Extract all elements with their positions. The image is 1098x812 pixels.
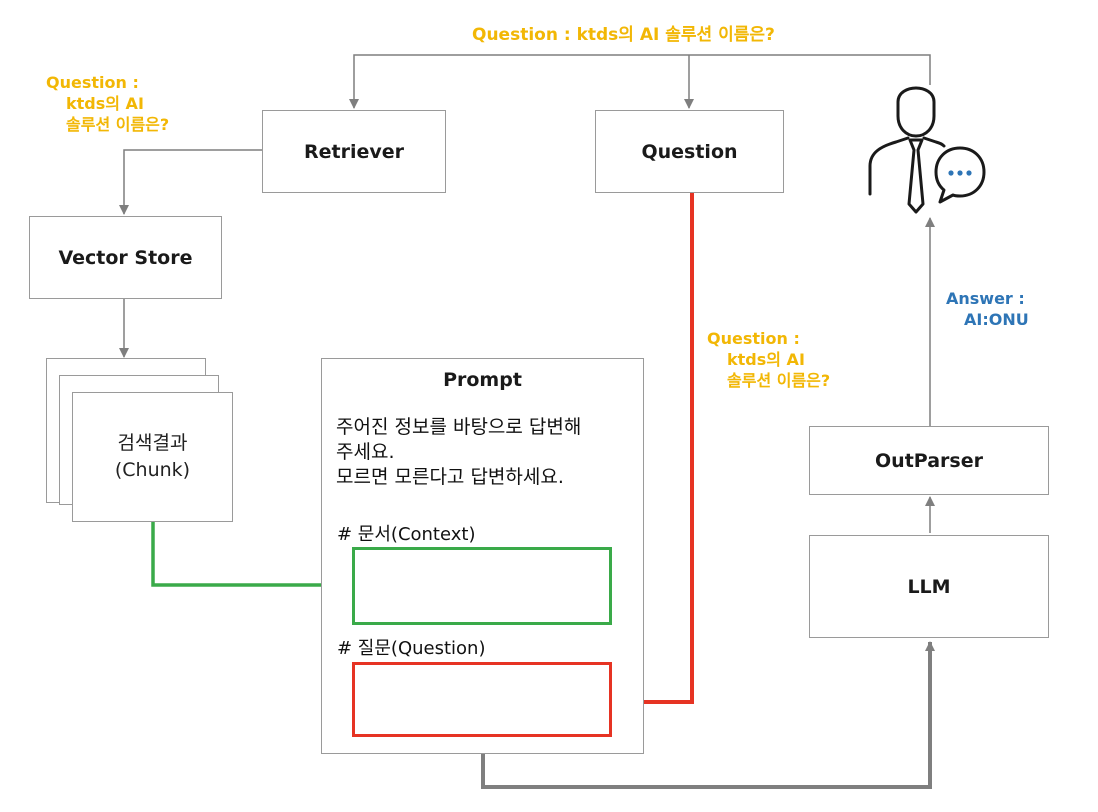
user-chat-icon <box>868 86 986 214</box>
prompt-title: Prompt <box>443 369 522 391</box>
left-question-line-1: Question : <box>46 73 139 92</box>
context-slot <box>352 547 612 625</box>
outparser-node: OutParser <box>809 426 1049 495</box>
chunk-subtitle: (Chunk) <box>114 459 191 481</box>
prompt-instruction-line-1: 주어진 정보를 바탕으로 답변해 <box>336 416 582 438</box>
chunk-card-front: 검색결과 (Chunk) <box>72 392 233 522</box>
llm-label: LLM <box>907 575 951 598</box>
llm-node: LLM <box>809 535 1049 638</box>
answer-line-2: AI:ONU <box>964 310 1029 329</box>
left-question-label: Question : ktds의 AI 솔루션 이름은? <box>46 72 169 135</box>
answer-label: Answer : AI:ONU <box>946 288 1029 330</box>
prompt-panel: Prompt 주어진 정보를 바탕으로 답변해 주세요. 모르면 모른다고 답변… <box>321 358 644 754</box>
outparser-label: OutParser <box>875 449 983 472</box>
mid-question-line-2: ktds의 AI <box>727 350 805 369</box>
context-section-label: # 문서(Context) <box>337 524 476 545</box>
left-question-line-3: 솔루션 이름은? <box>66 115 170 134</box>
top-question-label: Question : ktds의 AI 솔루션 이름은? <box>472 25 775 45</box>
retriever-label: Retriever <box>303 140 404 163</box>
question-section-label: # 질문(Question) <box>337 638 486 659</box>
answer-line-1: Answer : <box>946 289 1025 308</box>
question-label: Question <box>641 140 738 163</box>
chunk-title: 검색결과 <box>117 432 188 454</box>
prompt-instruction: 주어진 정보를 바탕으로 답변해 주세요. 모르면 모른다고 답변하세요. <box>336 415 636 490</box>
arrow-chunk-to-context <box>151 522 351 591</box>
prompt-instruction-line-3: 모르면 모른다고 답변하세요. <box>336 466 564 488</box>
vector-store-label: Vector Store <box>58 246 193 269</box>
arrow-prompt-to-llm <box>481 641 935 789</box>
retriever-node: Retriever <box>262 110 446 193</box>
left-question-line-2: ktds의 AI <box>66 94 144 113</box>
arrow-user-to-retriever <box>349 54 931 109</box>
arrow-retriever-to-vectorstore <box>119 149 262 215</box>
mid-question-line-3: 솔루션 이름은? <box>727 371 831 390</box>
question-slot <box>352 662 612 737</box>
vector-store-node: Vector Store <box>29 216 222 299</box>
prompt-instruction-line-2: 주세요. <box>336 441 395 463</box>
mid-question-label: Question : ktds의 AI 솔루션 이름은? <box>707 328 830 391</box>
question-node: Question <box>595 110 784 193</box>
mid-question-line-1: Question : <box>707 329 800 348</box>
